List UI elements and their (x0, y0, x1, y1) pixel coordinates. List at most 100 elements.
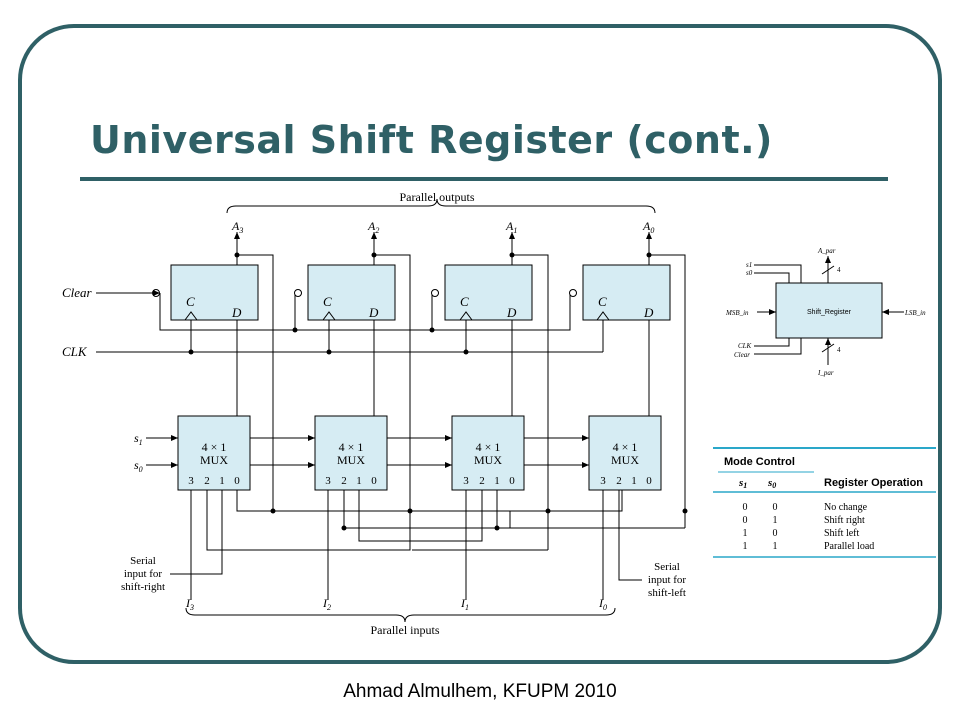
mux-pin-label: 3 (325, 475, 331, 487)
col-s1-header: s1 (738, 477, 747, 490)
block-s1-label: s1 (746, 261, 752, 269)
block-clk-label: CLK (738, 342, 752, 350)
block-msb-in-label: MSB_in (725, 309, 749, 317)
output-a1-label: A1 (505, 219, 517, 235)
block-s0-label: s0 (746, 269, 753, 277)
row-operation: Shift right (824, 515, 865, 526)
serial-left-line2: input for (648, 574, 687, 586)
mux-size-label: 4 × 1 (202, 440, 227, 454)
row-operation: No change (824, 502, 868, 513)
col-operation-header: Register Operation (824, 477, 923, 489)
ff-clock-label: C (598, 294, 607, 309)
junction-dots (188, 252, 688, 531)
mux-pin-label: 1 (356, 475, 362, 487)
clk-label: CLK (62, 344, 88, 359)
mux-pin-label: 1 (631, 475, 637, 487)
table-row: 0 0 No change (743, 502, 868, 513)
table-row: 1 1 Parallel load (743, 541, 875, 552)
mux-pin-label: 0 (371, 475, 377, 487)
mux-pin-label: 3 (600, 475, 606, 487)
row-s0-value: 0 (773, 502, 778, 513)
mux-size-label: 4 × 1 (476, 440, 501, 454)
output-a3-label: A3 (231, 219, 243, 235)
mux-2: 4 × 1 MUX 3 2 1 0 (314, 415, 388, 491)
row-s1-value: 0 (743, 515, 748, 526)
input-i1-label: I1 (460, 596, 469, 612)
mux-pin-label: 1 (494, 475, 500, 487)
arrowheads (153, 232, 889, 468)
mux-pin-label: 0 (234, 475, 240, 487)
mux-pin-label: 3 (463, 475, 469, 487)
mux-pin-label: 2 (616, 475, 622, 487)
mux-1: 4 × 1 MUX 3 2 1 0 (451, 415, 525, 491)
block-diagram: Shift_Register A_par I_par 4 4 s1 s0 MSB… (725, 247, 926, 377)
mux-name-label: MUX (611, 453, 639, 467)
ff-data-label: D (368, 305, 379, 320)
mux-pin-label: 2 (341, 475, 347, 487)
ff-data-label: D (231, 305, 242, 320)
ff-data-label: D (506, 305, 517, 320)
mux-0: 4 × 1 MUX 3 2 1 0 (588, 415, 662, 491)
output-a0-label: A0 (642, 219, 654, 235)
circuit-wires (96, 198, 904, 623)
block-name-label: Shift_Register (807, 309, 852, 316)
select-s1-label: s1 (134, 431, 143, 447)
row-s1-value: 0 (743, 502, 748, 513)
mux-pin-label: 2 (204, 475, 210, 487)
input-i3-label: I3 (185, 596, 194, 612)
block-bus-width-bottom: 4 (837, 346, 841, 354)
mux-name-label: MUX (200, 453, 228, 467)
multiplexers: 4 × 1 MUX 3 2 1 0 4 × 1 MUX 3 2 1 0 4 × … (177, 415, 662, 491)
mux-name-label: MUX (474, 453, 502, 467)
clear-label: Clear (62, 285, 93, 300)
serial-right-line2: input for (124, 568, 163, 580)
row-operation: Parallel load (824, 541, 874, 552)
mux-name-label: MUX (337, 453, 365, 467)
mux-pin-label: 3 (188, 475, 194, 487)
row-s1-value: 1 (743, 541, 748, 552)
parallel-outputs-label: Parallel outputs (400, 190, 475, 204)
flip-flops: C D C D C D C D (152, 264, 671, 321)
serial-right-line1: Serial (130, 555, 156, 567)
shift-register-block (775, 282, 883, 339)
mux-pin-label: 0 (509, 475, 515, 487)
mux-size-label: 4 × 1 (339, 440, 364, 454)
row-s1-value: 1 (743, 528, 748, 539)
block-i-par-label: I_par (817, 369, 834, 377)
row-s0-value: 1 (773, 515, 778, 526)
flip-flop-1: C D (431, 264, 533, 321)
input-i0-label: I0 (598, 596, 607, 612)
table-row: 0 1 Shift right (743, 515, 866, 526)
parallel-inputs-label: Parallel inputs (371, 623, 440, 637)
select-s0-label: s0 (134, 458, 143, 474)
mux-pin-label: 2 (479, 475, 485, 487)
ff-clock-label: C (460, 294, 469, 309)
row-operation: Shift left (824, 528, 859, 539)
serial-right-line3: shift-right (121, 581, 165, 593)
output-a2-label: A2 (367, 219, 379, 235)
row-s0-value: 1 (773, 541, 778, 552)
block-a-par-label: A_par (817, 247, 836, 255)
block-lsb-in-label: LSB_in (904, 309, 926, 317)
mux-pin-label: 0 (646, 475, 652, 487)
serial-left-line3: shift-left (648, 587, 686, 599)
serial-left-line1: Serial (654, 561, 680, 573)
mode-control-table: Mode Control s1 s0 Register Operation 0 … (713, 447, 936, 558)
block-bus-width-top: 4 (837, 266, 841, 274)
mux-3: 4 × 1 MUX 3 2 1 0 (177, 415, 251, 491)
mux-pin-label: 1 (219, 475, 225, 487)
table-row: 1 0 Shift left (743, 528, 860, 539)
ff-clock-label: C (323, 294, 332, 309)
title-underline (80, 177, 888, 181)
slide-title: Universal Shift Register (cont.) (90, 118, 773, 162)
flip-flop-3: C D (152, 264, 259, 321)
flip-flop-2: C D (294, 264, 396, 321)
mux-size-label: 4 × 1 (613, 440, 638, 454)
col-s0-header: s0 (767, 477, 776, 490)
flip-flop-0: C D (569, 264, 671, 321)
ff-clock-label: C (186, 294, 195, 309)
block-clear-label: Clear (734, 351, 750, 359)
ff-data-label: D (643, 305, 654, 320)
circuit-labels: Parallel outputs Parallel inputs Clear C… (62, 190, 686, 637)
mode-control-header: Mode Control (724, 456, 795, 468)
